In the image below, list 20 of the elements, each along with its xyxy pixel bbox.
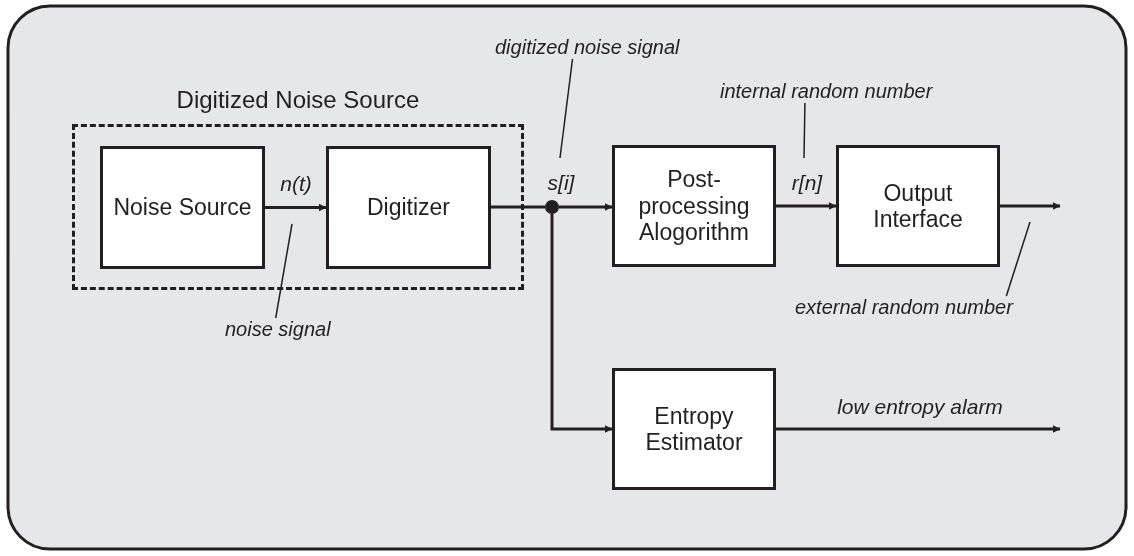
arrow <box>1000 202 1061 210</box>
leader-line <box>274 223 293 319</box>
annotation-text: noise signal <box>225 318 331 341</box>
arrow <box>559 203 613 211</box>
arrow <box>776 202 837 210</box>
process-box: Noise Source <box>100 146 265 269</box>
annotation-text: internal random number <box>720 80 933 103</box>
leader-line <box>1005 221 1031 297</box>
arrow <box>550 214 613 433</box>
process-box: Digitizer <box>326 146 491 269</box>
annotation-text: digitized noise signal <box>495 36 680 59</box>
arrow <box>776 425 1061 433</box>
process-box: Post-processing Alogorithm <box>612 145 776 267</box>
annotation-text: external random number <box>795 296 1013 319</box>
arrow <box>265 203 327 212</box>
process-box: Output Interface <box>836 145 1000 267</box>
leader-line <box>559 58 574 159</box>
process-box: Entropy Estimator <box>612 368 776 490</box>
leader-line <box>803 102 806 159</box>
group-title: Digitized Noise Source <box>176 86 420 114</box>
